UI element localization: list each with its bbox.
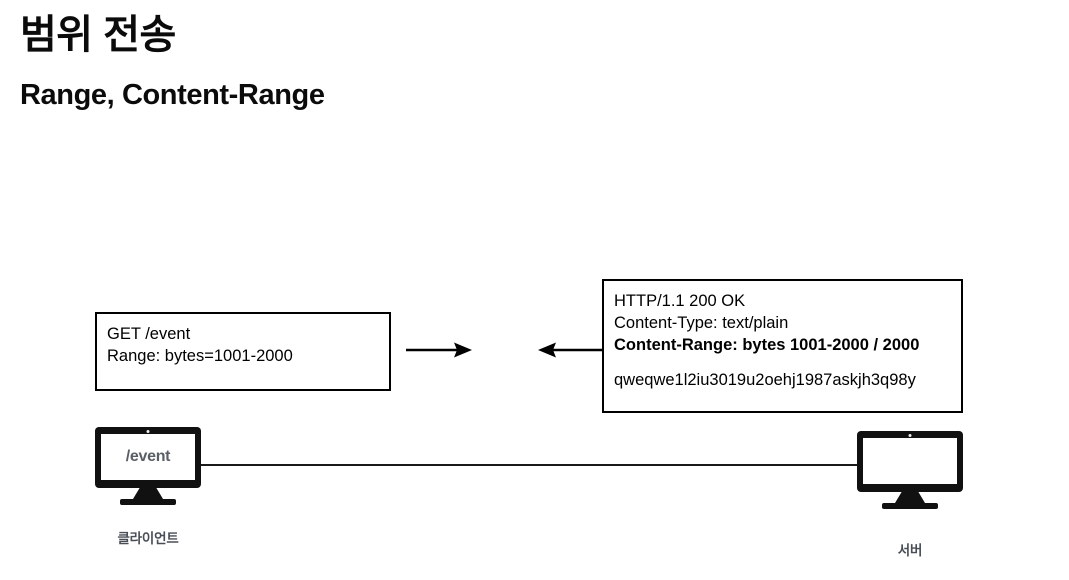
response-status-line: HTTP/1.1 200 OK: [614, 292, 746, 310]
response-header-body-separator: [614, 356, 951, 369]
page-subtitle: Range, Content-Range: [20, 79, 325, 111]
client-monitor-stand-base: [120, 499, 176, 505]
response-content-range-header: Content-Range: bytes 1001-2000 / 2000: [614, 336, 920, 354]
response-body-payload: qweqwe1l2iu3019u2oehj1987askjh3q98y: [614, 371, 916, 389]
client-monitor-bezel: /event: [95, 427, 201, 488]
client-webcam-icon: [146, 429, 150, 433]
server-monitor-stand-base: [882, 503, 938, 509]
client-screen: /event: [101, 434, 195, 480]
http-request-box: GET /event Range: bytes=1001-2000: [95, 312, 391, 391]
server-monitor-stand-neck: [895, 492, 925, 503]
server-label: 서버: [897, 543, 923, 558]
server-computer-icon: [857, 431, 963, 509]
client-label: 클라이언트: [117, 531, 179, 546]
request-start-line: GET /event: [107, 325, 191, 343]
response-content-type-header: Content-Type: text/plain: [614, 314, 789, 332]
request-arrow-right-icon: [406, 340, 472, 360]
page-title: 범위 전송: [20, 13, 176, 57]
http-response-box: HTTP/1.1 200 OK Content-Type: text/plain…: [602, 279, 963, 413]
server-monitor-bezel: [857, 431, 963, 492]
server-webcam-icon: [908, 433, 912, 437]
client-monitor-stand-neck: [133, 488, 163, 499]
client-computer-icon: /event: [95, 427, 201, 505]
server-screen: [863, 438, 957, 484]
network-connection-line: [198, 464, 862, 466]
request-range-header: Range: bytes=1001-2000: [107, 347, 293, 365]
response-arrow-left-icon: [538, 340, 604, 360]
client-screen-text: /event: [125, 448, 171, 465]
